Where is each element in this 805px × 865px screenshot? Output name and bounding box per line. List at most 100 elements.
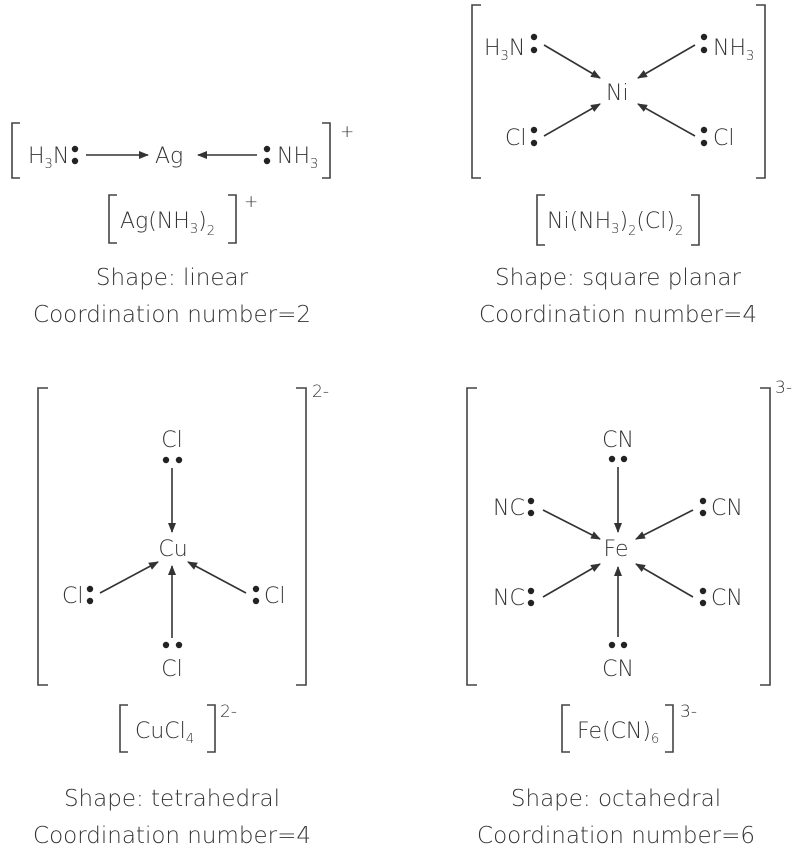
metal-center: Ni [606, 81, 629, 106]
ligand-bottom-right: Cl [713, 126, 734, 151]
formula-left-bracket [536, 194, 545, 246]
ligand-top-left: H3N [484, 36, 525, 64]
ligand-left: Cl [62, 584, 83, 609]
formula-right-bracket [207, 704, 216, 753]
coordination-number-label: Coordination number=4 [33, 823, 311, 849]
ligand-bottom: Cl [161, 657, 182, 682]
formula-charge: 2- [220, 702, 237, 722]
ligand-top-left: NC [493, 496, 525, 521]
lone-pair [699, 497, 707, 505]
left-bracket [11, 122, 20, 179]
right-bracket [322, 122, 331, 179]
lone-pair [263, 157, 271, 165]
formula-left-bracket [108, 194, 117, 244]
lone-pair [608, 641, 616, 649]
formula-right-bracket [665, 704, 674, 753]
right-bracket [756, 4, 766, 179]
ligand-top: CN [602, 428, 634, 453]
ligand-top: Cl [161, 428, 182, 453]
lone-pair [530, 126, 538, 134]
bond-arrow [543, 44, 601, 79]
bond-arrow [542, 563, 601, 598]
lone-pair [252, 597, 260, 605]
ligand-bottom: CN [602, 657, 634, 682]
formula: Fe(CN)6 [577, 719, 659, 747]
panel-tetrahedral-cu: 2- Cl Cu Cl Cl Cl 2- CuCl4 Shape: tetrah… [33, 382, 329, 849]
formula: Ni(NH3)2(Cl)2 [547, 209, 683, 239]
lone-pair [700, 33, 708, 41]
ligand-right: NH3 [277, 144, 318, 172]
shape-label: Shape: linear [96, 265, 249, 291]
formula-right-bracket [691, 194, 700, 246]
bond-arrow [637, 103, 696, 137]
bond-arrow [637, 44, 696, 79]
ligand-bottom-left: NC [493, 586, 525, 611]
lone-pair [71, 145, 79, 153]
complex-charge: 2- [312, 382, 329, 402]
lone-pair [263, 145, 271, 153]
formula-charge: 3- [680, 702, 697, 722]
right-bracket [296, 387, 307, 686]
lone-pair [620, 455, 628, 463]
formula-right-bracket [228, 194, 237, 244]
lone-pair [175, 641, 183, 649]
bond-arrow [99, 561, 159, 594]
lone-pair [175, 456, 183, 464]
bond-arrow [542, 509, 601, 540]
ligand-right: Cl [264, 584, 285, 609]
lone-pair [527, 599, 535, 607]
lone-pair [699, 587, 707, 595]
coordination-number-label: Coordination number=6 [477, 823, 755, 849]
ligand-left: H3N [28, 144, 69, 172]
lone-pair [700, 46, 708, 54]
lone-pair [699, 599, 707, 607]
lone-pair [162, 456, 170, 464]
lone-pair [86, 597, 94, 605]
lone-pair [527, 497, 535, 505]
ligand-bottom-left: Cl [505, 126, 526, 151]
lone-pair [530, 33, 538, 41]
metal-center: Ag [155, 144, 183, 169]
panel-square-planar-ni: H3N Ni NH3 Cl Cl Ni(NH3)2(Cl)2 Shape: sq… [471, 4, 766, 328]
lone-pair [527, 587, 535, 595]
panel-linear-ag: + H3N Ag NH3 + Ag(NH3)2 Shape: linear Co… [11, 122, 354, 328]
formula: CuCl4 [135, 719, 194, 747]
left-bracket [466, 387, 477, 686]
metal-center: Fe [604, 537, 629, 562]
formula: Ag(NH3)2 [120, 209, 215, 239]
lone-pair [162, 641, 170, 649]
lone-pair [252, 585, 260, 593]
ligand-top-right: NH3 [713, 36, 754, 64]
complex-charge: + [340, 122, 354, 142]
bond-arrow [543, 103, 601, 137]
complex-charge: 3- [775, 378, 792, 398]
bond-arrow [187, 561, 247, 594]
lone-pair [86, 585, 94, 593]
formula-left-bracket [561, 704, 570, 753]
bond-arrow [635, 509, 694, 540]
shape-label: Shape: square planar [495, 265, 742, 291]
formula-charge: + [244, 192, 258, 212]
metal-center: Cu [158, 537, 187, 562]
shape-label: Shape: tetrahedral [64, 786, 280, 812]
lone-pair [608, 455, 616, 463]
coordination-number-label: Coordination number=4 [479, 302, 757, 328]
right-bracket [760, 387, 771, 686]
ligand-top-right: CN [711, 496, 743, 521]
lone-pair [700, 139, 708, 147]
lone-pair [530, 46, 538, 54]
lone-pair [699, 509, 707, 517]
lone-pair [71, 157, 79, 165]
left-bracket [37, 387, 48, 686]
lone-pair [620, 641, 628, 649]
formula-left-bracket [119, 704, 128, 753]
lone-pair [700, 126, 708, 134]
coordination-number-label: Coordination number=2 [33, 302, 311, 328]
bond-arrow [635, 563, 694, 598]
ligand-bottom-right: CN [711, 586, 743, 611]
lone-pair [530, 139, 538, 147]
left-bracket [471, 4, 481, 179]
shape-label: Shape: octahedral [511, 786, 721, 812]
lone-pair [527, 509, 535, 517]
